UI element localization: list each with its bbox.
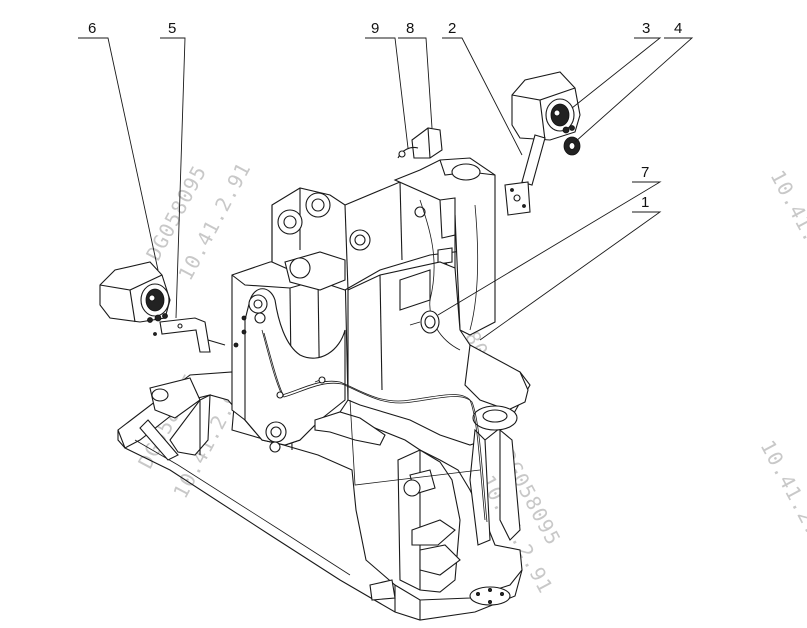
left-gusset	[139, 377, 211, 461]
right-lamp-bracket	[504, 134, 546, 216]
callouts: 6 5 9 8 2 3 4 7 1	[88, 20, 682, 211]
right-lamp	[511, 71, 581, 141]
connector-9	[397, 146, 419, 159]
watermark-version: 10.41.2.91	[766, 166, 807, 292]
watermark-version: 10.41.2.91	[756, 436, 807, 562]
lower-channel	[369, 449, 511, 606]
callout-4: 4	[674, 20, 682, 37]
callout-3: 3	[642, 20, 650, 37]
center-section	[314, 261, 531, 446]
leader-lines	[78, 37, 694, 341]
callout-5: 5	[168, 20, 176, 37]
callout-8: 8	[406, 20, 414, 37]
callout-9: 9	[371, 20, 379, 37]
left-column	[231, 257, 349, 453]
left-lamp	[99, 261, 171, 336]
sensor-7	[409, 310, 440, 334]
left-lamp-bracket	[159, 317, 226, 353]
wiring-harness	[261, 199, 488, 523]
bracket-8	[411, 127, 443, 159]
callout-6: 6	[88, 20, 96, 37]
callout-7: 7	[641, 164, 649, 181]
callout-2: 2	[448, 20, 456, 37]
callout-1: 1	[641, 194, 649, 211]
right-tower	[393, 157, 496, 336]
